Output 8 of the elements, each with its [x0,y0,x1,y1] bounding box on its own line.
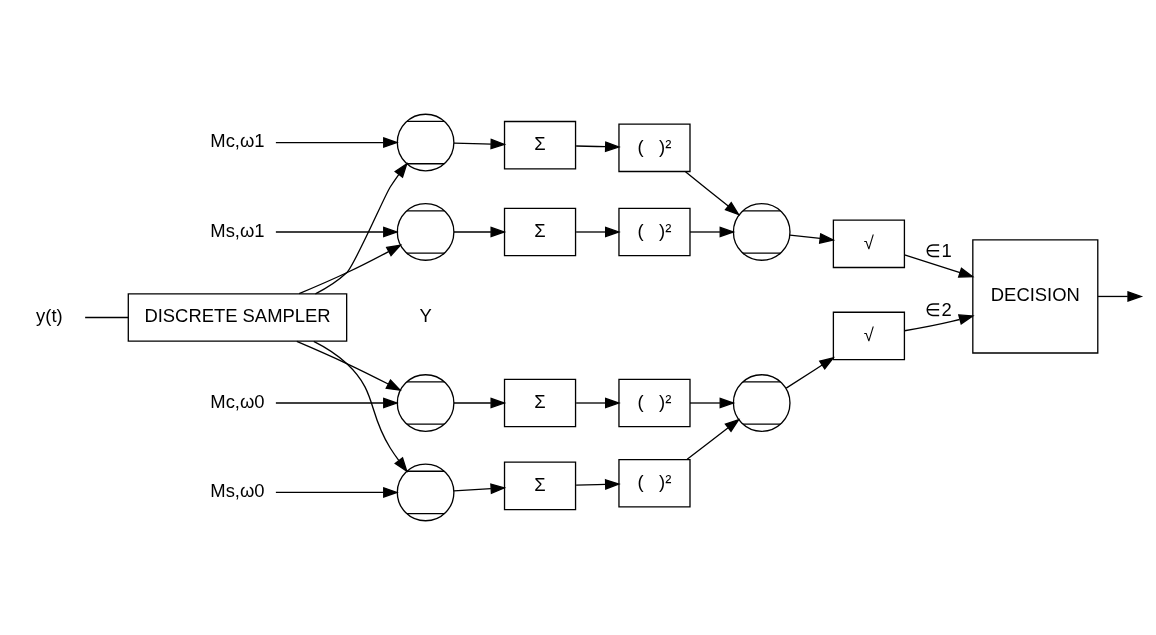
node-text: Mc,ω1 [210,130,265,152]
edge-label: ∈1 [925,240,952,262]
edge-label: ∈2 [925,299,952,321]
node-text: Mc,ω0 [210,390,265,412]
node-text: y(t) [36,305,63,327]
node-text: Ms,ω1 [210,219,265,241]
label: Y [419,305,432,327]
node-text: Ms,ω0 [210,480,265,502]
